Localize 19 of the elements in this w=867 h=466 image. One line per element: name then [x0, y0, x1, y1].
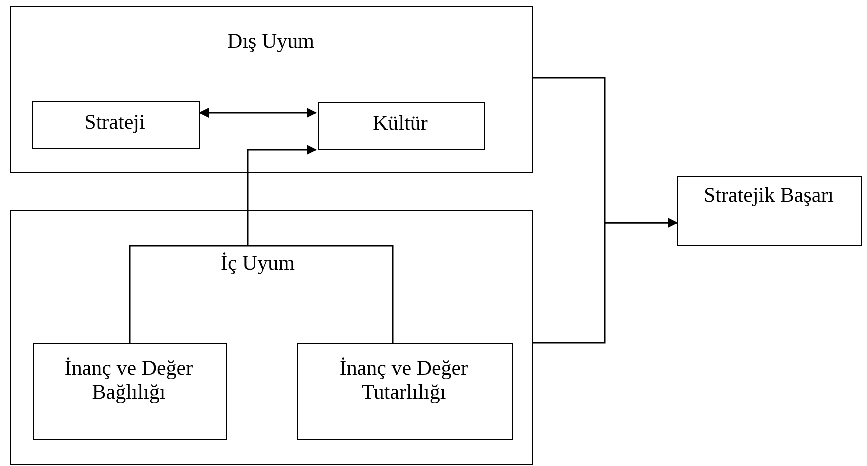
node-label: Strateji [84, 110, 146, 134]
process-box [318, 102, 484, 150]
arrow [247, 145, 317, 246]
process-box [296, 342, 512, 440]
node-label: Kültür [372, 110, 429, 135]
group-title: İç Uyum [220, 250, 296, 275]
process-box [677, 176, 862, 246]
process-box [32, 342, 226, 440]
arrow [533, 218, 678, 344]
group-title: Dış Uyum [226, 29, 316, 54]
process-box [10, 6, 533, 173]
process-box [32, 100, 200, 148]
arrow [199, 108, 317, 118]
node-label: Stratejik Başarı [702, 183, 836, 208]
node-label: İnanç ve Değer Bağlılığı [64, 356, 194, 404]
node-label: İnanç ve Değer Tutarlılığı [338, 356, 470, 404]
connector-line [129, 245, 248, 343]
connector-line [248, 245, 394, 343]
group-box [10, 210, 533, 465]
